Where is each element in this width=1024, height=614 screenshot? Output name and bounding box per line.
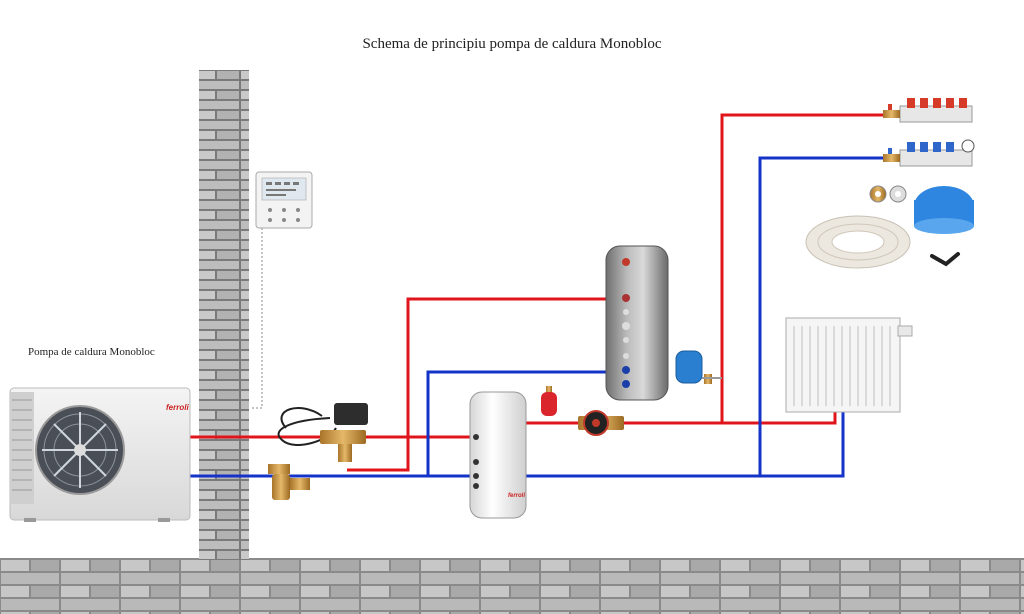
pipe-fittings <box>869 185 907 203</box>
cold-pipes <box>190 156 883 478</box>
three-way-valve <box>277 403 368 462</box>
heat-pump-brand: ferroli <box>166 403 189 412</box>
buffer-tank <box>605 245 669 401</box>
boiler-brand: ferroli <box>508 493 525 499</box>
diagram-title: Schema de principiu pompa de caldura Mon… <box>362 36 662 52</box>
expansion-vessel-red <box>541 386 557 416</box>
underfloor-manifold <box>883 98 975 167</box>
controller-cable <box>250 228 263 409</box>
brick-wall <box>199 70 249 560</box>
radiator <box>785 317 913 413</box>
dirt-filter <box>268 464 310 500</box>
pipe-clip <box>930 252 960 267</box>
heat-pump-outdoor-unit: ferroli <box>9 387 191 522</box>
circulation-pump <box>578 410 624 436</box>
heat-pump-label: Pompa de caldura Monobloc <box>28 346 155 358</box>
edge-insulation-strip <box>914 186 974 234</box>
pex-pipe-roll <box>805 215 911 269</box>
dhw-boiler: ferroli <box>469 391 527 519</box>
hot-pipes <box>190 113 883 472</box>
wall-controller <box>255 171 313 229</box>
expansion-vessel-blue <box>675 350 722 384</box>
floor <box>0 558 1024 614</box>
